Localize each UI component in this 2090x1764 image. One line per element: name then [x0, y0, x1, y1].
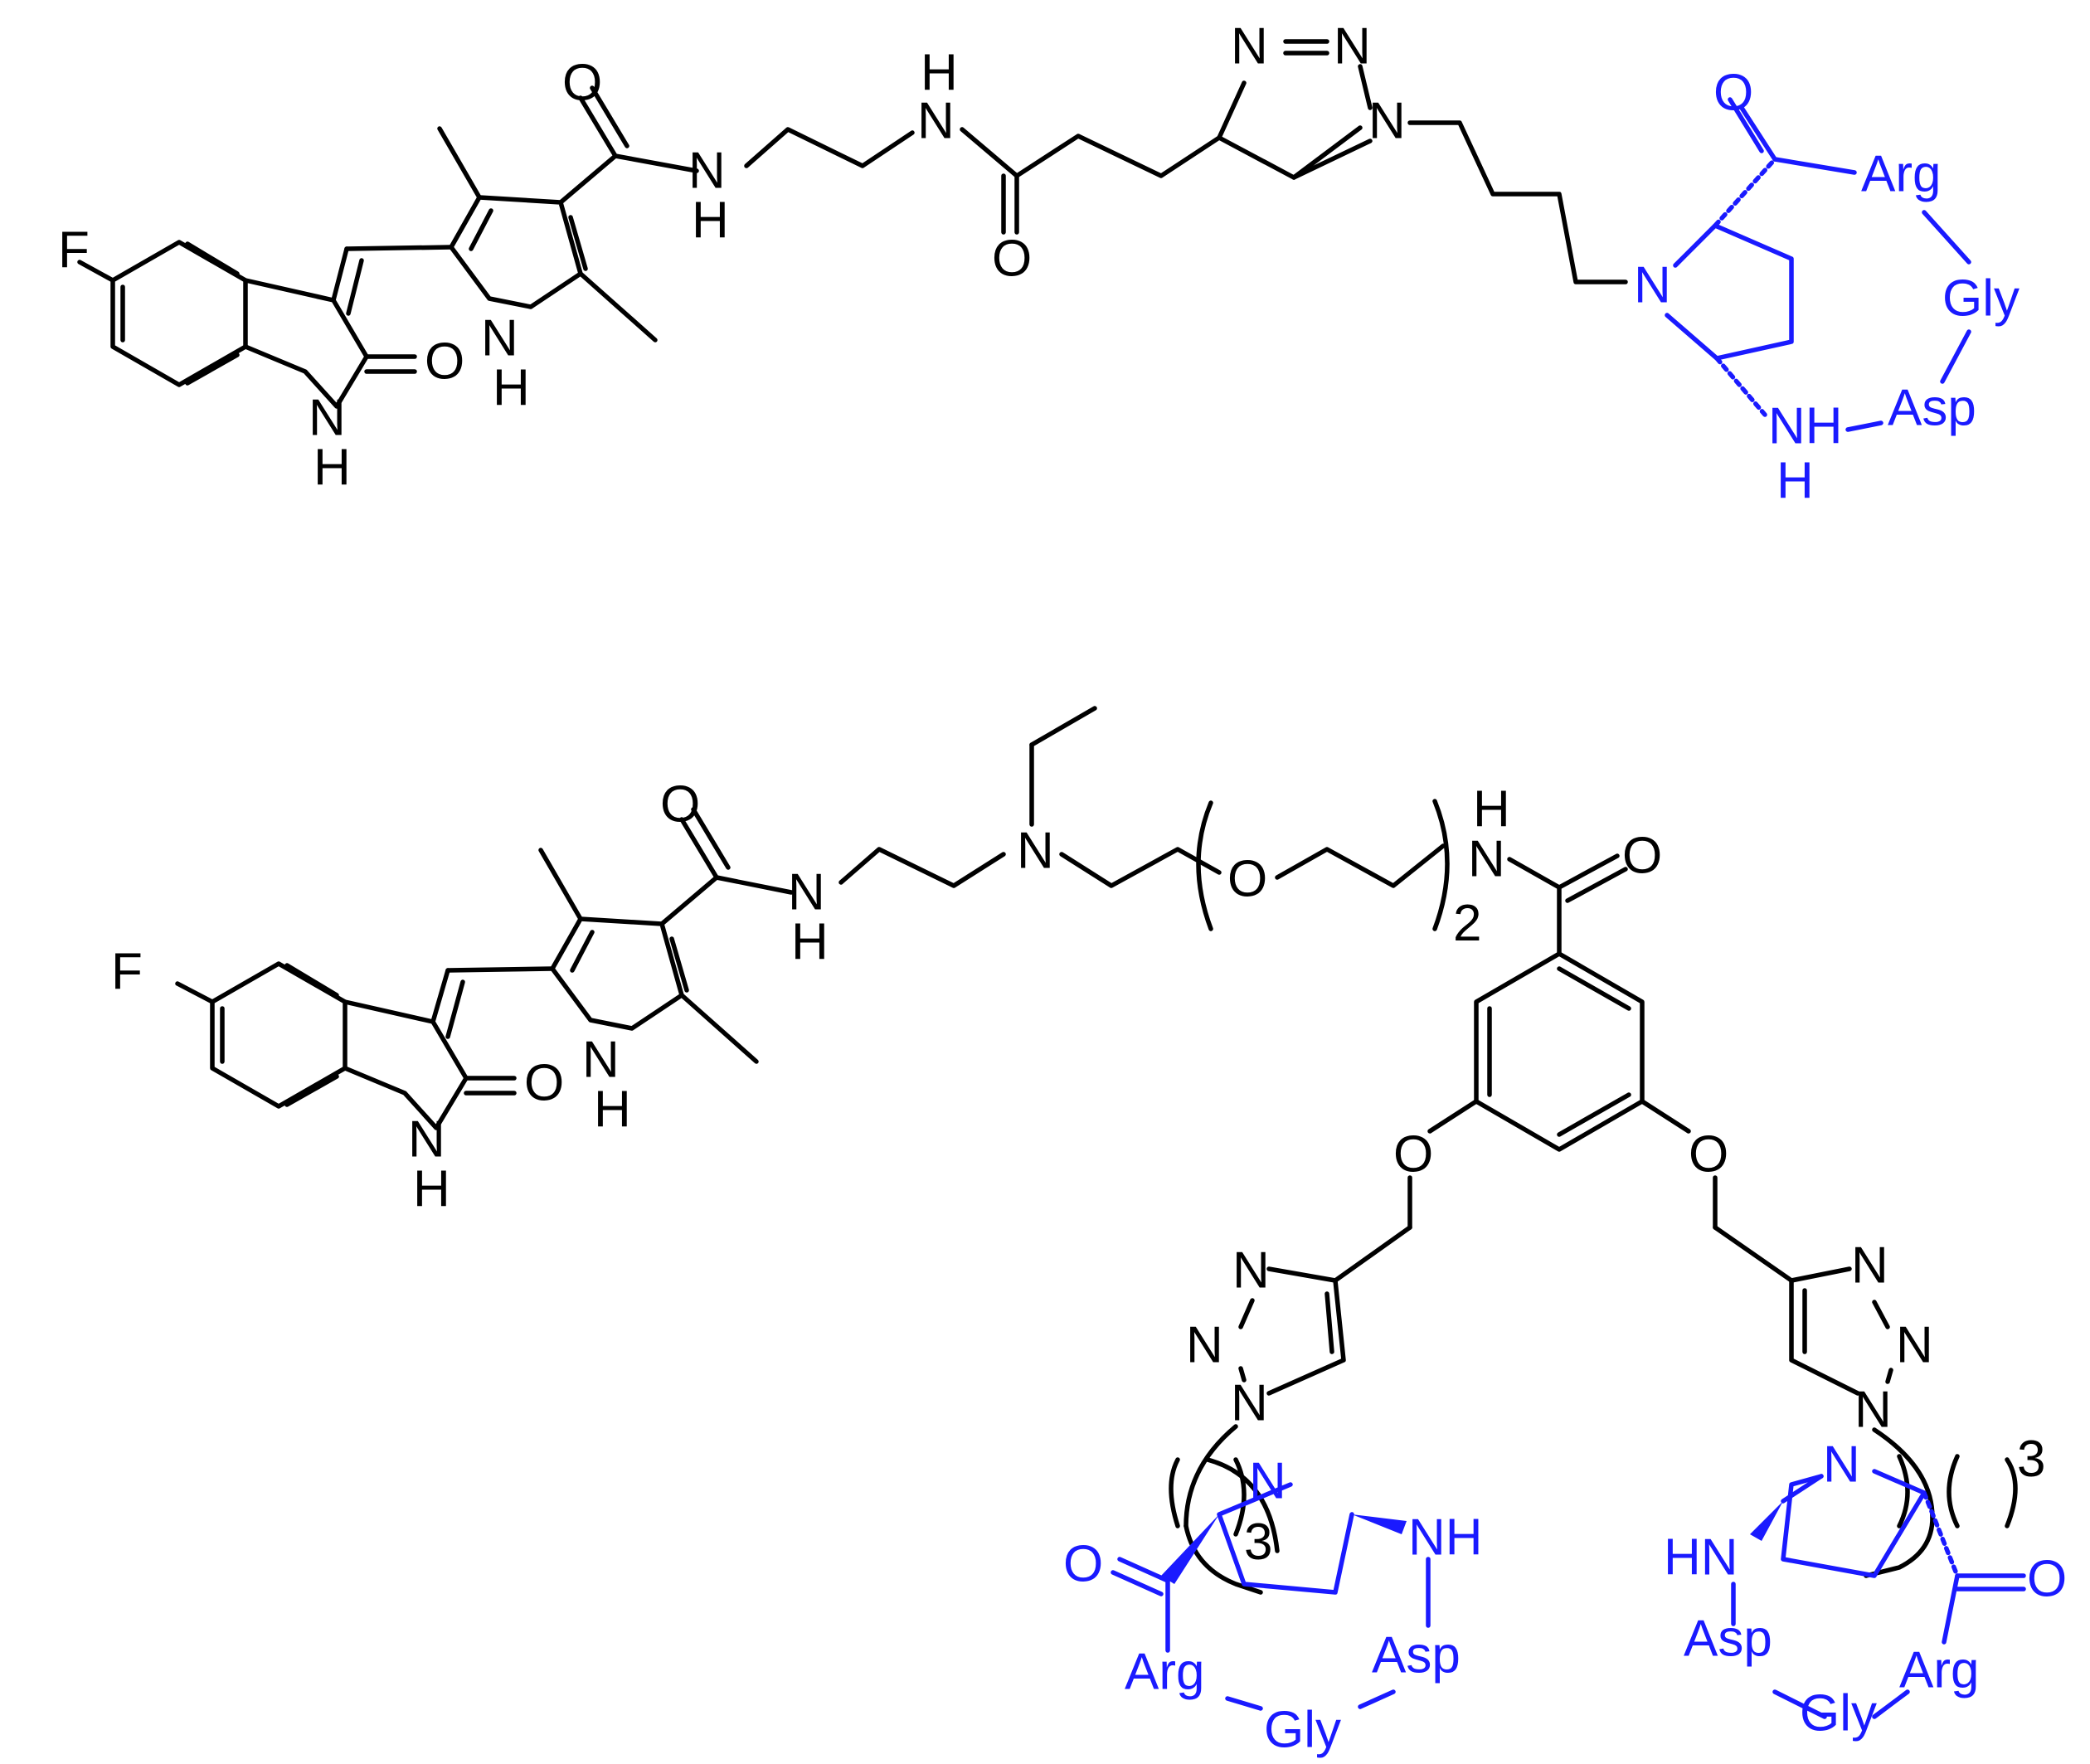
label-nitrogen: N [917, 92, 955, 149]
label-gly: Gly [1800, 1684, 1877, 1742]
label-nitrogen: N [1854, 1381, 1892, 1438]
m2-central-benzene [1474, 951, 1645, 1152]
label-hydrogen: H [1776, 452, 1814, 509]
label-hydrogen: H [1473, 780, 1510, 838]
m2-right-proline [1731, 1469, 2026, 1719]
label-nitrogen: N [1232, 1242, 1270, 1299]
label-nitrogen: N [1896, 1316, 1933, 1373]
label-asp: Asp [1684, 1610, 1772, 1667]
label-hydrogen: H [692, 192, 729, 249]
label-arg: Arg [1125, 1643, 1204, 1700]
label-oxygen: O [660, 775, 700, 833]
label-nitrogen: N [1186, 1316, 1223, 1373]
label-carbonyl-oxygen: O [1713, 64, 1753, 121]
m2-left-proline [1111, 1482, 1431, 1711]
m2-pyrrole-ring [550, 916, 689, 1031]
label-repeat-3: 3 [2017, 1431, 2045, 1488]
label-oxygen: O [992, 230, 1032, 287]
label-nitrogen: N [1368, 92, 1406, 149]
label-oxygen: O [562, 54, 602, 111]
label-repeat-3: 3 [1244, 1514, 1272, 1571]
label-nitrogen: N [408, 1110, 445, 1168]
label-nitrogen: N [1468, 830, 1505, 887]
label-oxygen: O [1689, 1125, 1728, 1183]
label-carbonyl-oxygen: O [1063, 1535, 1103, 1592]
label-arg: Arg [1899, 1641, 1979, 1698]
label-oxygen: O [1622, 827, 1662, 884]
label-hydrogen: H [413, 1160, 450, 1217]
label-nitrogen: N [582, 1031, 620, 1088]
label-nitrogen: N [1017, 822, 1054, 879]
label-proline-nitrogen: N [1634, 256, 1671, 313]
atom-labels: F O N H N H O N H N H O N N N N O Arg Gl… [58, 17, 2067, 1758]
label-asp: Asp [1372, 1626, 1461, 1684]
m1-proline-ring [1665, 97, 1971, 432]
label-fluorine: F [111, 943, 143, 1000]
label-hn: HN [1664, 1528, 1738, 1586]
label-oxygen: O [1393, 1125, 1433, 1183]
label-nitrogen: N [688, 142, 726, 199]
label-gly: Gly [1942, 270, 2020, 327]
label-nitrogen: N [481, 309, 518, 367]
m2-right-triazole [1789, 1266, 1893, 1396]
label-nitrogen: N [1334, 17, 1371, 75]
label-nitrogen: N [309, 389, 346, 446]
m1-benzene-ring [110, 240, 248, 387]
label-hydrogen: H [314, 439, 351, 496]
m2-benzene-ring [210, 961, 348, 1109]
label-hydrogen: H [493, 359, 530, 416]
label-nh: NH [1768, 397, 1843, 454]
label-hydrogen: H [921, 44, 958, 101]
label-nh: NH [1408, 1509, 1483, 1566]
label-oxygen: O [524, 1054, 564, 1111]
label-hydrogen: H [791, 913, 829, 970]
label-gly: Gly [1264, 1701, 1341, 1758]
label-hydrogen: H [594, 1081, 631, 1138]
label-asp: Asp [1888, 379, 1976, 436]
label-carbonyl-oxygen: O [2027, 1550, 2067, 1607]
label-oxygen: O [425, 333, 464, 390]
label-nitrogen: N [1231, 17, 1268, 75]
label-arg: Arg [1861, 145, 1941, 202]
m2-left-triazole [1238, 1266, 1346, 1396]
m1-pyrrole-ring [449, 195, 588, 309]
label-repeat-2: 2 [1453, 895, 1481, 952]
label-nitrogen: N [788, 863, 825, 921]
label-fluorine: F [58, 221, 90, 279]
label-proline-nitrogen: N [1249, 1452, 1286, 1509]
molecule-1 [77, 39, 1971, 432]
label-nitrogen: N [1231, 1374, 1268, 1431]
label-proline-nitrogen: N [1823, 1436, 1860, 1493]
m1-triazole-ring [1217, 39, 1373, 180]
molecule-2 [175, 706, 2026, 1719]
label-nitrogen: N [1851, 1237, 1888, 1294]
label-oxygen: O [1227, 850, 1267, 907]
